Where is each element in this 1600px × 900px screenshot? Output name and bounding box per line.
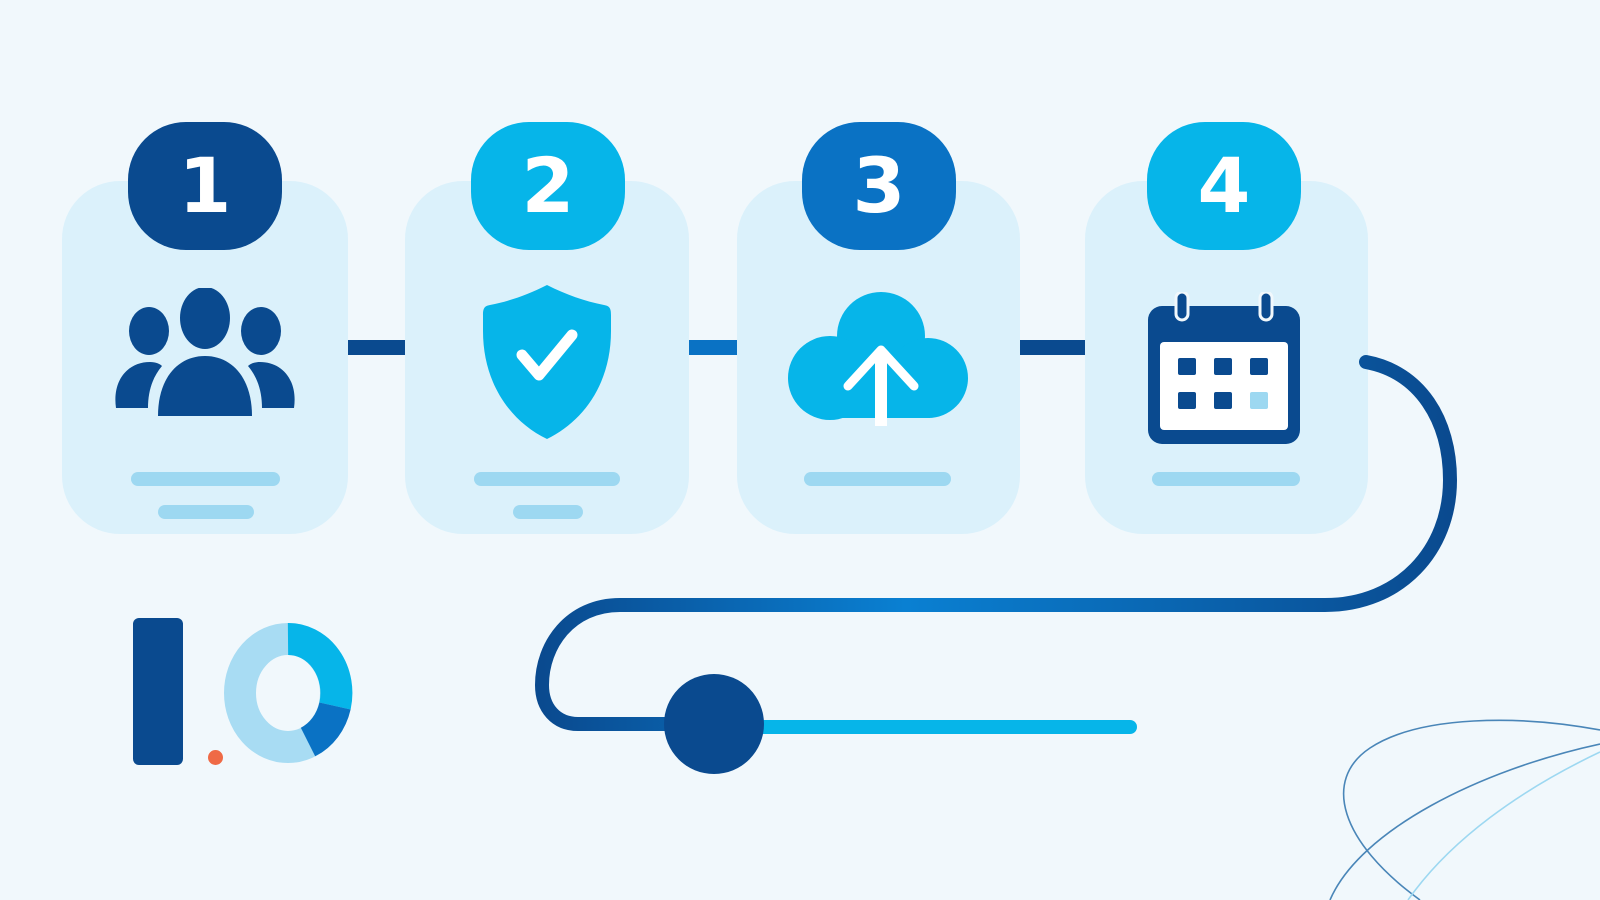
step-2-text-line-1 — [474, 472, 620, 486]
step-3-text-line-1 — [804, 472, 951, 486]
connector-1-2 — [343, 340, 405, 355]
donut-chart-icon — [222, 620, 354, 770]
connector-3-4 — [1020, 340, 1085, 355]
logo-dot — [208, 750, 223, 765]
step-badge-2: 2 — [471, 122, 625, 250]
cloud-upload-icon — [788, 292, 970, 426]
step-badge-1: 1 — [128, 122, 282, 250]
calendar-icon — [1148, 292, 1300, 444]
step-badge-4: 4 — [1147, 122, 1301, 250]
shield-check-icon — [482, 283, 612, 441]
step-number-1: 1 — [178, 141, 232, 230]
step-number-3: 3 — [852, 141, 906, 230]
logo — [133, 618, 363, 768]
step-1-text-line-2 — [158, 505, 254, 519]
step-1-text-line-1 — [131, 472, 280, 486]
users-group-icon — [110, 288, 300, 432]
step-2-text-line-2 — [513, 505, 583, 519]
step-badge-3: 3 — [802, 122, 956, 250]
step-4-text-line-1 — [1152, 472, 1300, 486]
logo-bar — [133, 618, 183, 765]
timeline-handle — [664, 674, 764, 774]
step-number-4: 4 — [1197, 141, 1251, 230]
step-number-2: 2 — [521, 141, 575, 230]
connector-2-3 — [681, 340, 737, 355]
